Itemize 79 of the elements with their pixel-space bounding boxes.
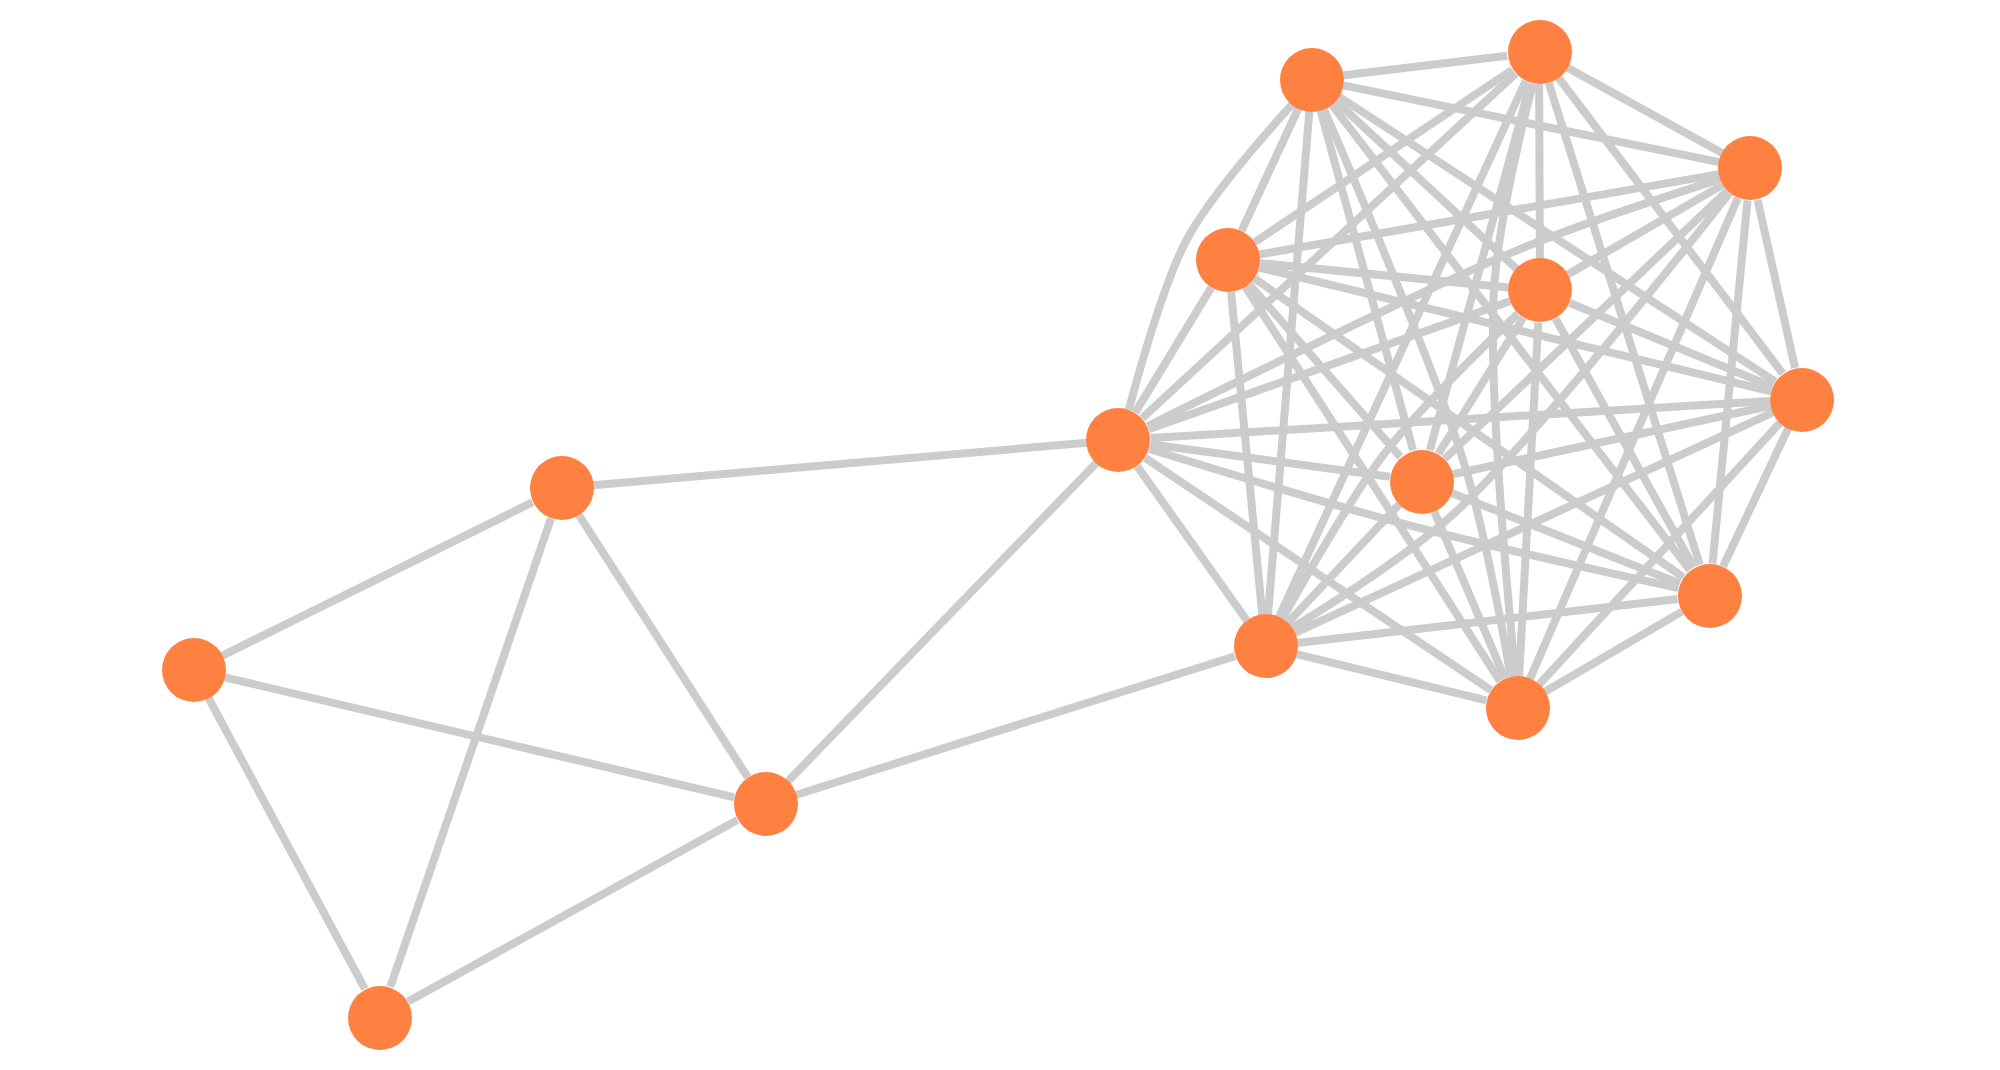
node-circle: [1718, 136, 1783, 201]
connector-line: [1708, 200, 1752, 564]
node-circle: [1508, 258, 1572, 323]
node-circle: [1485, 676, 1550, 740]
connector-line: [223, 673, 736, 802]
connector-line: [1328, 101, 1694, 573]
connector-line: [1251, 275, 1686, 581]
connector-line: [1150, 396, 1771, 443]
connector-line: [1259, 259, 1509, 292]
connector-line: [1278, 310, 1521, 622]
connector-line: [1292, 408, 1775, 637]
connector-line: [1535, 83, 1544, 259]
connector-line: [1565, 181, 1725, 279]
node-circle: [1677, 563, 1742, 628]
node-circle: [1280, 47, 1344, 111]
connector-line: [1430, 508, 1509, 681]
connector-line: [592, 438, 1088, 490]
node-circle: [733, 772, 798, 837]
connector-line: [1227, 291, 1267, 616]
connector-line: [1552, 316, 1698, 570]
connector-line: [1515, 322, 1543, 677]
connector-line: [1544, 81, 1704, 567]
connector-line: [1332, 97, 1520, 272]
connector-line: [1434, 315, 1527, 456]
connector-line: [1451, 401, 1772, 479]
connector-line: [1719, 426, 1792, 569]
node-circle: [1233, 614, 1298, 679]
connector-line: [1536, 419, 1784, 688]
connector-line: [1295, 650, 1488, 705]
connector-line: [1145, 175, 1722, 430]
connector-line: [1542, 608, 1684, 696]
connector-line: [1147, 297, 1512, 434]
connector-line: [1343, 51, 1508, 80]
connector-line: [1142, 454, 1494, 694]
connector-line: [575, 512, 752, 780]
connector-line: [1284, 501, 1403, 627]
connector-line: [1441, 187, 1731, 462]
connector-line: [1320, 107, 1515, 678]
connector-line: [1131, 285, 1215, 415]
connector-line: [1252, 66, 1515, 246]
connector-line: [1316, 108, 1417, 452]
node-circle: [529, 456, 594, 520]
connector-line: [1246, 281, 1404, 460]
connector-line: [784, 460, 1100, 785]
connector-line: [386, 516, 555, 989]
connector-line: [1289, 190, 1733, 632]
connector-line: [1133, 463, 1251, 623]
connector-line: [1125, 101, 1296, 411]
connector-line: [205, 696, 369, 991]
node-circle: [1770, 367, 1834, 431]
node-circle: [348, 985, 412, 1049]
connector-line: [406, 816, 740, 1006]
node-circle: [1507, 20, 1571, 84]
connector-line: [1336, 93, 1778, 385]
connector-line: [1526, 196, 1742, 681]
connector-line: [1489, 82, 1537, 677]
connector-line: [1258, 170, 1720, 259]
connector-line: [1264, 110, 1314, 616]
connector-line: [1296, 595, 1679, 647]
node-circle: [1389, 449, 1454, 513]
connector-line: [1275, 79, 1530, 620]
connector-line: [1258, 263, 1772, 396]
node-circle: [1196, 228, 1260, 292]
connector-line: [1237, 106, 1303, 233]
connector-line: [1568, 299, 1774, 391]
connector-line: [1426, 81, 1535, 452]
connector-line: [220, 498, 535, 660]
connector-line: [1565, 63, 1725, 157]
connector-line: [794, 652, 1237, 799]
connector-line: [1139, 70, 1519, 422]
connector-line: [1242, 284, 1504, 684]
connector-line: [1555, 75, 1786, 376]
connector-line: [1149, 440, 1391, 481]
connector-line: [1342, 81, 1721, 167]
connector-line: [1148, 445, 1680, 593]
connector-line: [1753, 198, 1799, 369]
node-circle: [161, 638, 226, 702]
node-circle: [1086, 408, 1151, 472]
connector-line: [1449, 489, 1682, 588]
